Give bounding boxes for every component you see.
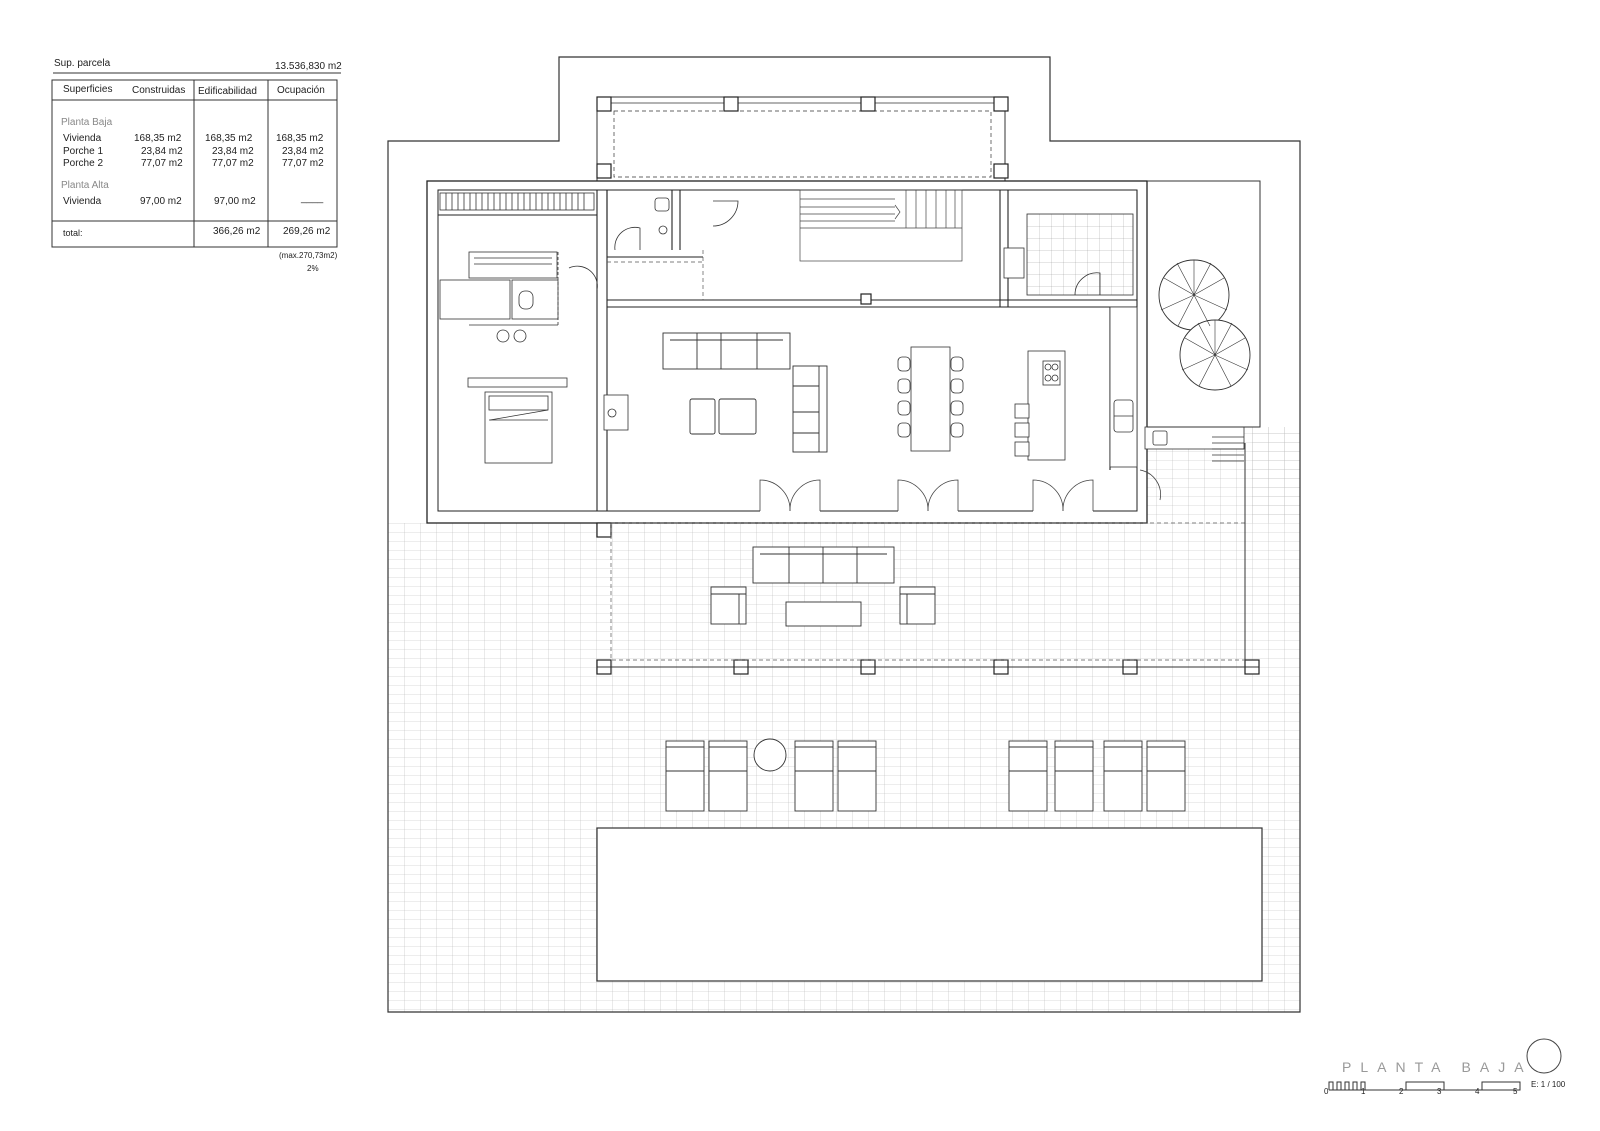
total-edificabilidad: 366,26 m2 bbox=[213, 226, 261, 237]
scale-tick: 5 bbox=[1513, 1087, 1518, 1096]
kitchen bbox=[603, 306, 1138, 468]
staircase bbox=[799, 189, 963, 262]
utility-room bbox=[1003, 213, 1134, 296]
row-construidas: 168,35 m2 bbox=[134, 133, 182, 144]
planta-alta-label: Planta Alta bbox=[61, 180, 109, 191]
header-ocupacion: Ocupación bbox=[277, 85, 325, 96]
row-label: Vivienda bbox=[63, 133, 102, 144]
pool bbox=[596, 827, 1263, 982]
scale-label: E: 1 / 100 bbox=[1531, 1080, 1566, 1089]
plot-outline bbox=[387, 56, 1301, 1013]
sup-parcela-value: 13.536,830 m2 bbox=[275, 61, 342, 72]
row-label: Vivienda bbox=[63, 196, 102, 207]
percent: 2% bbox=[307, 264, 319, 273]
scale-tick: 3 bbox=[1437, 1087, 1442, 1096]
east-patio bbox=[1147, 180, 1261, 428]
outdoor-sofa bbox=[710, 546, 936, 627]
scale-tick: 0 bbox=[1324, 1087, 1329, 1096]
total-ocupacion: 269,26 m2 bbox=[283, 226, 331, 237]
row-ocupacion: 23,84 m2 bbox=[282, 146, 324, 157]
dining-table bbox=[897, 346, 964, 452]
scale-tick: 1 bbox=[1361, 1087, 1366, 1096]
toilet-room bbox=[614, 197, 739, 251]
hallway bbox=[607, 250, 704, 300]
row-ocupacion: 168,35 m2 bbox=[276, 133, 324, 144]
sofa bbox=[662, 332, 828, 453]
french-doors bbox=[759, 469, 1161, 512]
north-porch bbox=[596, 96, 1006, 182]
scale-bar bbox=[1328, 1081, 1521, 1091]
row-edificabilidad: 97,00 m2 bbox=[214, 196, 256, 207]
row-construidas: 97,00 m2 bbox=[140, 196, 182, 207]
row-edificabilidad: 77,07 m2 bbox=[212, 158, 254, 169]
header-edificabilidad: Edificabilidad bbox=[198, 86, 257, 97]
row-ocupacion: ____ bbox=[301, 193, 324, 204]
total-label: total: bbox=[63, 228, 83, 238]
columns bbox=[596, 96, 1260, 675]
header-superficies: Superficies bbox=[63, 84, 113, 95]
max-ocupacion: (max.270,73m2) bbox=[279, 251, 338, 260]
row-label: Porche 2 bbox=[63, 158, 104, 169]
north-arrow-icon bbox=[1526, 1038, 1562, 1074]
planta-baja-label: Planta Baja bbox=[61, 117, 113, 128]
row-edificabilidad: 23,84 m2 bbox=[212, 146, 254, 157]
row-ocupacion: 77,07 m2 bbox=[282, 158, 324, 169]
row-label: Porche 1 bbox=[63, 146, 104, 157]
row-construidas: 23,84 m2 bbox=[141, 146, 183, 157]
sup-parcela-label: Sup. parcela bbox=[54, 58, 111, 69]
scale-tick: 4 bbox=[1475, 1087, 1480, 1096]
bedroom bbox=[439, 192, 595, 464]
row-edificabilidad: 168,35 m2 bbox=[205, 133, 253, 144]
surface-table bbox=[51, 72, 341, 248]
plan-title: PLANTA BAJA bbox=[1342, 1059, 1533, 1075]
scale-tick: 2 bbox=[1399, 1087, 1404, 1096]
bathroom bbox=[439, 251, 598, 343]
row-construidas: 77,07 m2 bbox=[141, 158, 183, 169]
sun-loungers bbox=[665, 738, 1186, 812]
tree-icon bbox=[1158, 259, 1251, 391]
header-construidas: Construidas bbox=[132, 85, 186, 96]
wall-openings bbox=[760, 509, 1093, 513]
outdoor-kitchen bbox=[1144, 426, 1245, 462]
